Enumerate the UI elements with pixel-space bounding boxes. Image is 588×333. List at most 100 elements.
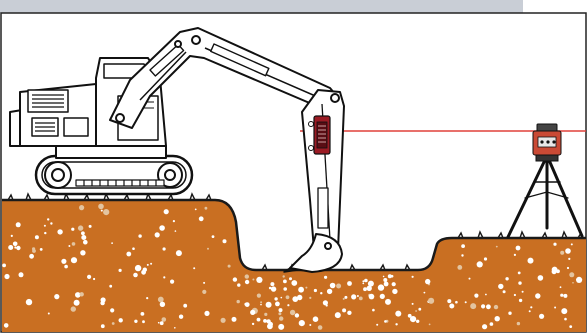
pebble [250, 310, 255, 315]
pebble [109, 285, 112, 288]
excavator-stick [302, 90, 344, 258]
pebble [134, 320, 137, 323]
pebble [576, 277, 582, 283]
pebble [392, 289, 397, 294]
pebble [270, 282, 274, 286]
pebble [470, 303, 476, 309]
pebble [494, 305, 498, 309]
pebble [232, 317, 237, 322]
pebble [496, 246, 498, 248]
pebble [50, 222, 52, 224]
pebble [309, 297, 311, 299]
pebble [93, 278, 95, 280]
pebble [71, 306, 76, 311]
pebble [380, 294, 385, 299]
pebble [569, 325, 572, 328]
pebble [553, 243, 556, 246]
pebble [279, 316, 283, 320]
pebble [482, 324, 487, 329]
pebble [142, 320, 145, 323]
pebble [287, 304, 289, 306]
pebble [376, 324, 378, 326]
excavator-tracks [36, 156, 192, 194]
pebble [383, 278, 387, 282]
pebble [528, 258, 534, 264]
pebble [408, 314, 412, 318]
pebble [429, 324, 431, 326]
pebble [81, 235, 86, 240]
pebble [518, 272, 521, 275]
pebble [572, 282, 574, 284]
pebble [204, 311, 209, 316]
pebble [318, 325, 323, 330]
pebble [283, 280, 287, 284]
pebble [110, 308, 114, 312]
pebble [347, 311, 351, 315]
pebble [14, 246, 16, 248]
pebble [44, 232, 46, 234]
pebble [183, 304, 187, 308]
pebble [392, 282, 396, 286]
pebble [40, 248, 43, 251]
pebble [362, 280, 364, 282]
pebble [260, 304, 262, 306]
pebble [79, 205, 84, 210]
pebble [295, 313, 299, 317]
pebble [385, 299, 391, 305]
pebble [164, 209, 169, 214]
pebble [568, 258, 570, 260]
pebble [68, 245, 70, 247]
pebble [560, 251, 564, 255]
pebble [275, 302, 280, 307]
pebble [47, 218, 49, 220]
pebble [147, 264, 149, 266]
pebble [384, 282, 389, 287]
pebble [565, 248, 571, 254]
pebble [132, 247, 135, 250]
pebble [112, 322, 115, 325]
pebble [269, 287, 272, 290]
pebble [461, 254, 463, 256]
pebble [498, 284, 503, 289]
pebble [44, 225, 46, 227]
pebble [138, 234, 141, 237]
pebble [503, 290, 506, 293]
pebble [133, 273, 138, 278]
pebble [158, 322, 160, 324]
pebble [514, 294, 516, 296]
pebble [314, 319, 317, 322]
pebble [461, 244, 465, 248]
pebble [223, 239, 227, 243]
pebble [425, 279, 430, 284]
pebble [505, 277, 508, 280]
pebble [324, 276, 327, 279]
pebble [271, 286, 276, 291]
pebble [212, 235, 215, 238]
pebble [567, 267, 569, 269]
pebble [264, 313, 267, 316]
pebble [87, 275, 91, 279]
pebble [357, 295, 359, 297]
pebble [336, 284, 341, 289]
pebble [484, 257, 487, 260]
pebble [71, 257, 77, 263]
pebble [283, 275, 285, 277]
pebble [83, 240, 88, 245]
pebble [252, 323, 254, 325]
pebble [135, 265, 141, 271]
pebble [469, 278, 471, 280]
pebble [290, 310, 295, 315]
pebble [343, 298, 345, 300]
pebble [278, 312, 281, 315]
pebble [89, 225, 92, 228]
pebble [245, 280, 249, 284]
track-rollers [76, 180, 164, 186]
pebble [162, 317, 167, 322]
pebble [485, 294, 487, 296]
pebble [221, 318, 226, 323]
pebble [48, 313, 50, 315]
pebble [98, 204, 104, 210]
pebble [518, 281, 521, 284]
pebble [16, 246, 20, 250]
pebble [418, 308, 421, 311]
